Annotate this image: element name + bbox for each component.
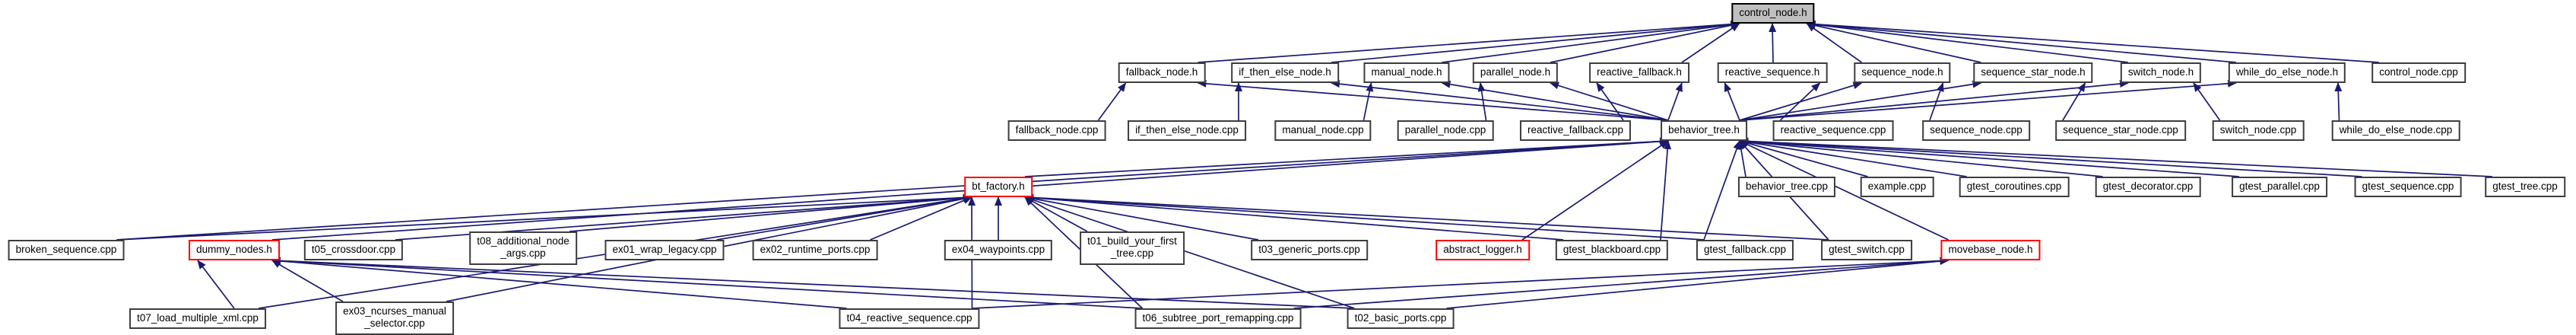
graph-node-parallel-node-cpp[interactable]: parallel_node.cpp [1397, 120, 1494, 142]
graph-node-ex01-wrap-legacy-cpp[interactable]: ex01_wrap_legacy.cpp [604, 240, 725, 261]
graph-node-ex02-runtime-ports-cpp[interactable]: ex02_runtime_ports.cpp [752, 240, 878, 261]
graph-node-t03-generic-ports-cpp[interactable]: t03_generic_ports.cpp [1251, 240, 1368, 261]
graph-node-gtest-fallback-cpp[interactable]: gtest_fallback.cpp [1696, 240, 1794, 261]
graph-node-gtest-tree-cpp[interactable]: gtest_tree.cpp [2485, 177, 2565, 198]
graph-node-gtest-decorator-cpp[interactable]: gtest_decorator.cpp [2095, 177, 2201, 198]
graph-node-behavior-tree-cpp[interactable]: behavior_tree.cpp [1737, 177, 1836, 198]
graph-node-sequence-star-node-h[interactable]: sequence_star_node.h [1973, 62, 2093, 84]
graph-node-manual-node-h[interactable]: manual_node.h [1363, 62, 1450, 84]
graph-node-bt-factory-h[interactable]: bt_factory.h [964, 177, 1033, 198]
graph-node-sequence-star-node-cpp[interactable]: sequence_star_node.cpp [2055, 120, 2186, 142]
graph-node-ex04-waypoints-cpp[interactable]: ex04_waypoints.cpp [944, 240, 1053, 261]
graph-node-gtest-coroutines-cpp[interactable]: gtest_coroutines.cpp [1959, 177, 2070, 198]
graph-node-t04-reactive-sequence-cpp[interactable]: t04_reactive_sequence.cpp [839, 308, 980, 330]
graph-node-ex03-ncurses-manual-selector-cpp[interactable]: ex03_ncurses_manual _selector.cpp [335, 302, 454, 335]
graph-node-gtest-switch-cpp[interactable]: gtest_switch.cpp [1821, 240, 1912, 261]
graph-node-gtest-blackboard-cpp[interactable]: gtest_blackboard.cpp [1555, 240, 1669, 261]
graph-node-t06-subtree-port-remapping-cpp[interactable]: t06_subtree_port_remapping.cpp [1134, 308, 1302, 330]
graph-node-fallback-node-h[interactable]: fallback_node.h [1118, 62, 1206, 84]
graph-node-while-do-else-node-cpp[interactable]: while_do_else_node.cpp [2331, 120, 2460, 142]
graph-node-broken-sequence-cpp[interactable]: broken_sequence.cpp [8, 240, 125, 261]
graph-node-movebase-node-h[interactable]: movebase_node.h [1940, 240, 2041, 261]
graph-node-while-do-else-node-h[interactable]: while_do_else_node.h [2228, 62, 2346, 84]
graph-node-switch-node-cpp[interactable]: switch_node.cpp [2212, 120, 2305, 142]
graph-node-manual-node-cpp[interactable]: manual_node.cpp [1274, 120, 1372, 142]
graph-node-gtest-sequence-cpp[interactable]: gtest_sequence.cpp [2354, 177, 2462, 198]
graph-node-control-node-cpp[interactable]: control_node.cpp [2371, 62, 2466, 84]
graph-node-abstract-logger-h[interactable]: abstract_logger.h [1436, 240, 1530, 261]
graph-node-sequence-node-h[interactable]: sequence_node.h [1854, 62, 1951, 84]
graph-node-example-cpp[interactable]: example.cpp [1860, 177, 1934, 198]
graph-node-sequence-node-cpp[interactable]: sequence_node.cpp [1922, 120, 2030, 142]
graph-node-reactive-sequence-cpp[interactable]: reactive_sequence.cpp [1772, 120, 1894, 142]
graph-node-if-then-else-node-h[interactable]: if_then_else_node.h [1231, 62, 1339, 84]
graph-node-gtest-parallel-cpp[interactable]: gtest_parallel.cpp [2232, 177, 2327, 198]
graph-node-reactive-sequence-h[interactable]: reactive_sequence.h [1717, 62, 1828, 84]
graph-node-t08-additional-node-args-cpp[interactable]: t08_additional_node _args.cpp [469, 231, 577, 265]
graph-node-behavior-tree-h[interactable]: behavior_tree.h [1661, 120, 1747, 142]
graph-node-parallel-node-h[interactable]: parallel_node.h [1472, 62, 1559, 84]
graph-node-t07-load-multiple-xml-cpp[interactable]: t07_load_multiple_xml.cpp [129, 308, 266, 330]
graph-node-fallback-node-cpp[interactable]: fallback_node.cpp [1007, 120, 1106, 142]
graph-node-t02-basic-ports-cpp[interactable]: t02_basic_ports.cpp [1347, 308, 1455, 330]
graph-node-control-node-h: control_node.h [1731, 3, 1815, 24]
graph-node-t01-build-your-first-tree-cpp[interactable]: t01_build_your_first _tree.cpp [1080, 231, 1185, 265]
graph-node-reactive-fallback-cpp[interactable]: reactive_fallback.cpp [1519, 120, 1632, 142]
graph-node-if-then-else-node-cpp[interactable]: if_then_else_node.cpp [1128, 120, 1246, 142]
graph-node-reactive-fallback-h[interactable]: reactive_fallback.h [1589, 62, 1689, 84]
graph-node-switch-node-h[interactable]: switch_node.h [2120, 62, 2202, 84]
graph-node-dummy-nodes-h[interactable]: dummy_nodes.h [189, 240, 280, 261]
graph-node-t05-crossdoor-cpp[interactable]: t05_crossdoor.cpp [303, 240, 404, 261]
